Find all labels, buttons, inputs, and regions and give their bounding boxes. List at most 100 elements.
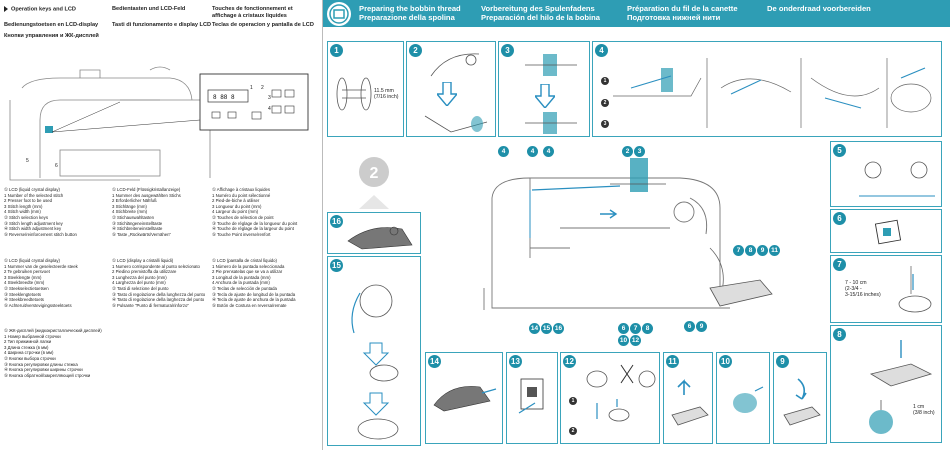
header-fr-1: Touches de fonctionnement et	[212, 6, 293, 12]
callout-15: 15	[541, 323, 552, 334]
scissors-cut-drawing	[869, 400, 893, 434]
title-nl: De onderdraad voorbereiden	[767, 4, 871, 13]
step-15-box: 15	[327, 256, 421, 446]
legend-line: ④ Кнопка регулировки ширины строчки	[4, 367, 83, 373]
step-badge: 6	[833, 212, 846, 225]
thread-hold-drawing	[898, 266, 932, 313]
legend-line: 2 Presser foot to be used	[4, 198, 53, 204]
svg-text:8 88 8: 8 88 8	[213, 94, 235, 101]
legend-line: 3 Lunghezza del punto (mm)	[112, 274, 167, 280]
callout-2: 2	[622, 146, 633, 157]
legend-line: 4 Stitch width (mm)	[4, 209, 41, 215]
operation-keys-panel: Operation keys and LCD Bedienungstoetsen…	[0, 0, 322, 450]
legend-line: ④ Stitch width adjustment key	[4, 226, 62, 232]
legend-line: 2 Тип прижимной лапки	[4, 339, 52, 345]
step4-label-1: 1	[601, 77, 609, 85]
legend-line: 1 Numero corrispondente al punto selezio…	[112, 263, 200, 269]
callout-8: 8	[745, 245, 756, 256]
header-es: Teclas de operacion y pantalla de LCD	[212, 22, 314, 28]
legend-line: 2 Erforderlicher Nähfuß	[112, 198, 157, 204]
legend-line: 4 Steekbreedte (mm)	[4, 280, 45, 286]
callout-16: 16	[553, 323, 564, 334]
legend-ru: ① ЖК-дисплей (жидкокристаллический диспл…	[4, 328, 102, 378]
foot-controller	[709, 279, 773, 307]
legend-line: 3 Stitch length (mm)	[4, 203, 43, 209]
legend-line: ④ Touche de réglage de la largeur du poi…	[212, 226, 294, 232]
svg-text:2: 2	[370, 165, 379, 182]
thread-guide-sequence-drawing	[613, 58, 932, 128]
legend-line: 4 Largeur du point (mm)	[212, 209, 259, 215]
step-badge: 14	[428, 355, 441, 368]
spool-on-machine	[630, 158, 648, 192]
callout-6: 6	[55, 163, 58, 169]
callout-9b: 9	[696, 321, 707, 332]
step7-measure: 7 - 10 cm(2-3/4 -3-15/16 inches)	[845, 280, 881, 299]
legend-line: 2 Piedino premistoffa da utilizzare	[112, 269, 177, 275]
width-plus-key[interactable]	[284, 105, 295, 114]
legend-line: ④ Stichbreiteneinstelltaste	[112, 226, 163, 232]
length-minus-key[interactable]	[271, 89, 282, 98]
legend-line: ⑤ Touche Point inverse/renfort	[212, 231, 271, 237]
step-14-box: 14	[425, 352, 503, 444]
step12-label-1: 1	[569, 397, 577, 405]
legend-line: ① LCD-Feld (Flüssigkristallanzeige)	[112, 187, 181, 192]
triangle-icon	[4, 6, 8, 12]
legend-line: 4 Stichbreite (mm)	[112, 209, 148, 215]
callout-11: 11	[769, 245, 780, 256]
length-plus-key[interactable]	[284, 89, 295, 98]
step-7-box: 7 7 - 10 cm(2-3/4 -3-15/16 inches)	[830, 255, 942, 323]
legend-line: ② Steekselectietoetsen	[4, 285, 49, 291]
step-badge: 5	[833, 144, 846, 157]
step-3-box: 3	[498, 41, 590, 137]
legend-line: 1 Nummer van de geselecteerde steek	[4, 263, 78, 269]
legend-line: ⑤ Taste „Rückwärts/Vernähen“	[112, 231, 171, 237]
stitch-select-key-up[interactable]	[211, 111, 221, 119]
legend-line: ③ Stichlängeneinstelltaste	[112, 220, 163, 226]
machine-diagram	[470, 138, 810, 346]
up-arrow-icon: 2	[359, 157, 389, 209]
legend-line: ④ Steekbreedtetoets	[4, 297, 44, 303]
title-it: Preparazione della spolina	[359, 13, 455, 22]
bobbin-winding-drawing	[859, 161, 935, 197]
bobbin-on-spindle-drawing	[424, 115, 488, 133]
step-badge: 15	[330, 259, 343, 272]
down-arrow-icon	[437, 82, 457, 106]
step-8-box: 8 1 cm(3/8 inch)	[830, 325, 942, 443]
callout-14: 14	[529, 323, 540, 334]
foot-controller-drawing	[869, 340, 933, 387]
step-badge: 4	[595, 44, 608, 57]
legend-line: 2 Te gebruiken persvoet	[4, 269, 50, 275]
legend-line: ② Tasti di selezione del punto	[112, 285, 169, 291]
callout-4c: 4	[543, 146, 554, 157]
legend-line: 1 Número de la puntada seleccionada	[212, 263, 285, 269]
spool-cap-drawing	[525, 54, 577, 76]
switch-off-drawing	[518, 378, 544, 414]
step-6-box: 6	[830, 209, 942, 253]
legend-line: ⑤ Pulsante "Punto di fermatura/rinforzo"	[112, 302, 189, 308]
legend-line: ② Stichauswahltasten	[112, 214, 155, 220]
bobbin-winder-drawing	[430, 53, 480, 77]
step-badge: 13	[509, 355, 522, 368]
header-col-1: Operation keys and LCD Bedienungstoetsen…	[4, 6, 114, 40]
legend-line: 2 Pie prensatelas que se va a utilizar	[212, 269, 283, 275]
header-fr-2: affichage à cristaux liquides	[212, 13, 287, 19]
width-minus-key[interactable]	[271, 105, 282, 114]
reverse-stitch-button[interactable]	[251, 111, 262, 120]
lcd-screen	[207, 89, 249, 103]
down-arrow-icon	[535, 84, 555, 108]
step-4-box: 4 1 2 3	[592, 41, 942, 137]
bobbin-cover-drawing	[347, 226, 413, 250]
bobbin-spool-drawing	[336, 77, 372, 111]
stitch-select-key-down[interactable]	[227, 111, 237, 119]
bobbin-spindle-drawing	[733, 386, 764, 413]
legend-fr: ① Affichage à cristaux liquides 1 Numéro…	[212, 187, 297, 237]
lcd-callout-3: 3	[268, 95, 271, 101]
legend-line: 4 Anchura de la puntada (mm)	[212, 280, 270, 286]
sewing-machine-drawing	[483, 158, 773, 310]
legend-line: ① LCD (liquid crystal display)	[4, 258, 60, 263]
callout-4a: 4	[498, 146, 509, 157]
legend-line: 1 Numéro du point sélectionné	[212, 192, 271, 198]
legend-line: ② Teclas de selección de puntada	[212, 285, 277, 291]
legend-line: 2 Pied-de-biche à utiliser	[212, 198, 260, 204]
